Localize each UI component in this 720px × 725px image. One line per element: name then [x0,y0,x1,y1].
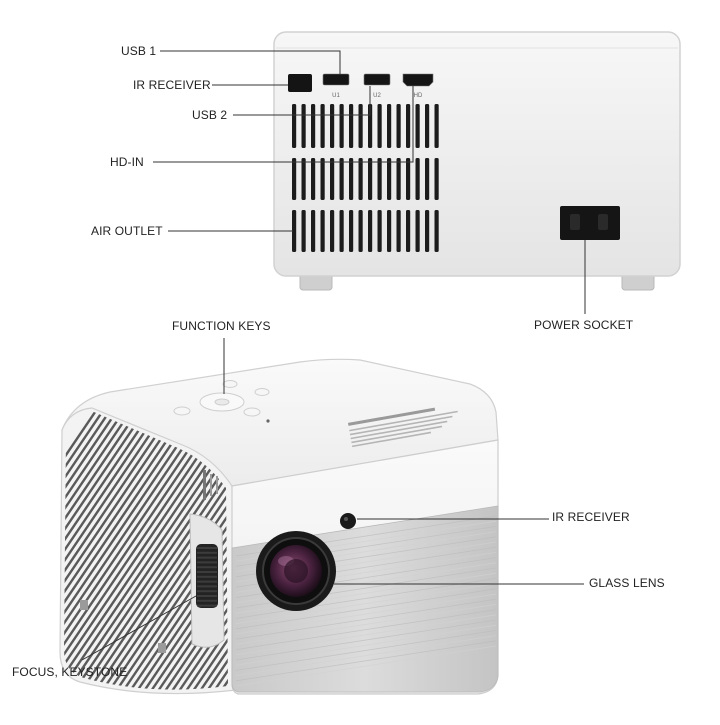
projector-front-view [59,358,499,695]
projector-back-view: U1 U2 HD [273,31,681,291]
callout-glass-lens: GLASS LENS [589,576,665,590]
callout-ir-receiver-front: IR RECEIVER [552,510,630,524]
callout-leader-lines [81,50,586,661]
callout-ir-receiver-back: IR RECEIVER [133,78,211,92]
focus-wheel-ridges [197,547,217,607]
function-key-1[interactable] [173,406,191,416]
top-printed-instructions [347,407,458,448]
function-keys-panel [173,380,270,423]
usb2-port [363,73,391,86]
focus-keystone-leader [81,595,197,661]
hd-in-leader [153,86,414,163]
usb1-leader [160,50,341,74]
callout-usb1: USB 1 [121,44,157,58]
usb2-leader [233,86,371,116]
callout-function-keys: FUNCTION KEYS [172,319,271,333]
function-key-2[interactable] [243,407,261,417]
glass-lens [256,531,336,611]
hdmi-port [402,73,434,87]
callout-usb2: USB 2 [192,108,228,122]
port-mark-u2: U2 [373,93,381,99]
usb1-port [322,73,350,86]
function-key-3[interactable] [254,388,270,396]
callout-air-outlet: AIR OUTLET [91,224,163,238]
status-led [266,419,270,423]
callout-power-socket: POWER SOCKET [534,318,634,332]
back-ir-receiver [288,74,312,92]
front-ir-receiver [340,513,356,529]
port-mark-u1: U1 [332,93,340,99]
function-key-4[interactable] [222,380,238,388]
callout-hd-in: HD-IN [110,155,144,169]
front-foot [80,600,88,610]
power-socket [560,206,620,240]
port-mark-hd: HD [414,93,423,99]
callout-focus-keystone: FOCUS, KEYSTONE [12,665,128,679]
side-printed-marks [203,470,218,500]
